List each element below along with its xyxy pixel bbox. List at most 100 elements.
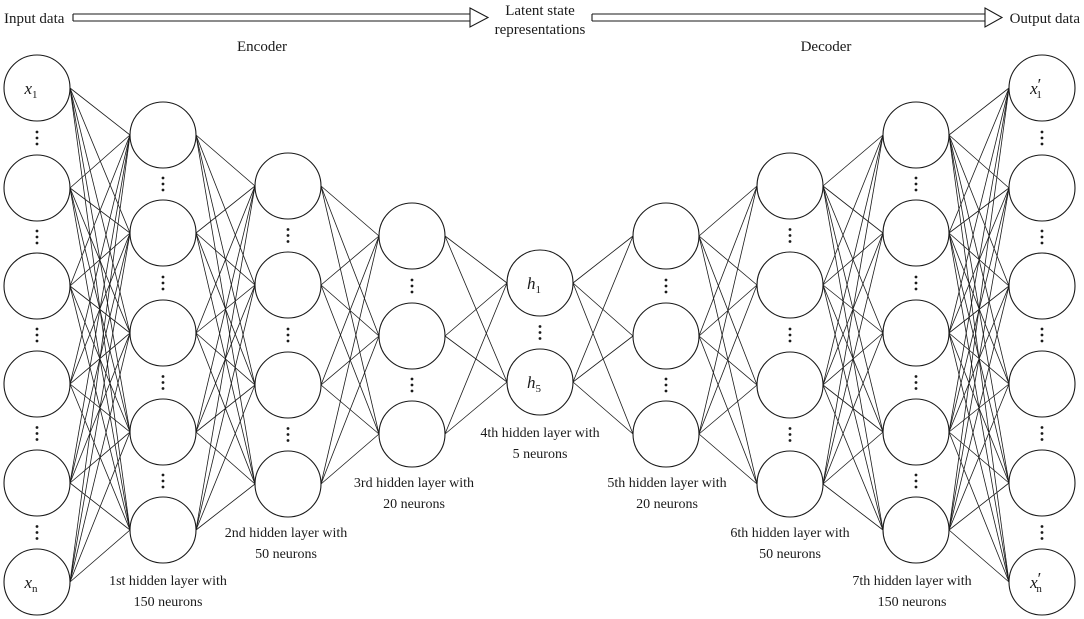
neuron-layer5-3 bbox=[632, 400, 700, 468]
ellipsis-dots-layer8-4 bbox=[1040, 426, 1044, 441]
ellipsis-dots-layer0-2 bbox=[35, 229, 39, 245]
connection-l8-5-3 bbox=[948, 285, 1010, 531]
input-data-label: Input data bbox=[4, 11, 65, 27]
neuron-layer8-3 bbox=[1008, 252, 1076, 320]
ellipsis-dots-layer7-3 bbox=[914, 375, 918, 390]
neuron-layer3-1 bbox=[378, 202, 446, 270]
connection-l3-4-1 bbox=[320, 235, 380, 485]
connection-l1-1-1 bbox=[69, 87, 131, 136]
ellipsis-dots-layer6-1 bbox=[788, 228, 792, 243]
layer-7-caption-line2: 150 neurons bbox=[878, 595, 947, 610]
connection-l4-3-2 bbox=[444, 381, 508, 435]
connection-l7-2-1 bbox=[822, 134, 884, 286]
connection-l2-5-4 bbox=[195, 483, 256, 531]
encoder-arrow bbox=[72, 7, 490, 28]
ellipsis-dots-layer1-4 bbox=[161, 473, 165, 489]
connection-l1-2-1 bbox=[69, 134, 131, 189]
neuron-layer6-2 bbox=[756, 251, 824, 319]
neuron-layer1-5 bbox=[129, 496, 197, 564]
connection-l5-2-1 bbox=[572, 235, 634, 383]
layer-3-caption-line2: 20 neurons bbox=[383, 497, 445, 512]
latent-representations-label: representations bbox=[495, 22, 586, 38]
connection-l2-2-1 bbox=[195, 185, 256, 234]
connection-l7-4-4 bbox=[822, 431, 884, 485]
ellipsis-dots-layer5-2 bbox=[664, 377, 668, 393]
connection-l2-4-1 bbox=[195, 185, 256, 433]
neuron-layer7-3 bbox=[882, 299, 950, 367]
layer-1-caption-line1: 1st hidden layer with bbox=[109, 574, 227, 589]
neuron-layer7-4 bbox=[882, 398, 950, 466]
connection-l3-4-2 bbox=[320, 335, 380, 485]
neuron-layer4-1 bbox=[506, 249, 574, 317]
latent-state-label: Latent state bbox=[505, 3, 575, 19]
ellipsis-dots-layer7-1 bbox=[914, 176, 918, 192]
neuron-layer7-1 bbox=[882, 101, 950, 169]
layer-2-caption-line2: 50 neurons bbox=[255, 547, 317, 562]
ellipsis-dots-layer0-3 bbox=[35, 327, 39, 343]
ellipsis-dots-layer0-5 bbox=[35, 525, 39, 540]
neuron-symbol-bottom-layer8: x′n bbox=[1029, 569, 1042, 595]
connection-l1-6-1 bbox=[69, 134, 131, 583]
neuron-layer1-1 bbox=[129, 101, 197, 169]
ellipsis-dots-layer3-2 bbox=[410, 377, 414, 393]
connection-l3-2-1 bbox=[320, 235, 380, 286]
neuron-layer0-1 bbox=[3, 54, 71, 122]
layer-5-caption-line1: 5th hidden layer with bbox=[607, 476, 726, 491]
neuron-layer0-6 bbox=[3, 548, 71, 616]
neuron-layer8-5 bbox=[1008, 449, 1076, 517]
connection-l2-5-1 bbox=[195, 185, 256, 531]
neuron-layer6-3 bbox=[756, 351, 824, 419]
neuron-layer2-1 bbox=[254, 152, 322, 220]
neuron-layer6-1 bbox=[756, 152, 824, 220]
encoder-label: Encoder bbox=[237, 39, 287, 55]
ellipsis-dots-layer0-1 bbox=[35, 130, 39, 146]
connection-l2-5-3 bbox=[195, 384, 256, 531]
connection-l1-4-1 bbox=[69, 134, 131, 385]
connection-l8-5-2 bbox=[948, 187, 1010, 531]
neuron-layer8-4 bbox=[1008, 350, 1076, 418]
neuron-symbol-top-layer8: x′1 bbox=[1029, 75, 1042, 101]
neuron-layer1-2 bbox=[129, 199, 197, 267]
neuron-layer8-2 bbox=[1008, 154, 1076, 222]
connection-l2-1-1 bbox=[195, 134, 256, 187]
connection-l7-4-1 bbox=[822, 134, 884, 485]
decoder-label: Decoder bbox=[801, 39, 852, 55]
connection-l8-1-1 bbox=[948, 87, 1010, 136]
ellipsis-dots-layer1-2 bbox=[161, 275, 165, 291]
connection-l1-5-1 bbox=[69, 134, 131, 484]
ellipsis-dots-layer8-1 bbox=[1040, 130, 1044, 146]
connection-l8-2-1 bbox=[948, 87, 1010, 234]
neuron-layer8-6 bbox=[1008, 548, 1076, 616]
layer-3-caption-line1: 3rd hidden layer with bbox=[354, 476, 474, 491]
connection-l3-1-1 bbox=[320, 185, 380, 237]
neuron-layer6-4 bbox=[756, 450, 824, 518]
neuron-layer7-2 bbox=[882, 199, 950, 267]
layer-4-caption-line1: 4th hidden layer with bbox=[480, 426, 599, 441]
connection-l5-2-2 bbox=[572, 335, 634, 383]
neuron-layer2-4 bbox=[254, 450, 322, 518]
connection-l6-3-1 bbox=[698, 185, 758, 435]
connection-l1-6-2 bbox=[69, 232, 131, 583]
connection-l6-1-1 bbox=[698, 185, 758, 237]
connection-l1-6-5 bbox=[69, 529, 131, 583]
ellipsis-dots-layer8-3 bbox=[1040, 327, 1044, 343]
output-data-label: Output data bbox=[1010, 11, 1081, 27]
connection-l4-2-1 bbox=[444, 282, 508, 337]
neuron-layer0-4 bbox=[3, 350, 71, 418]
ellipsis-dots-layer0-4 bbox=[35, 426, 39, 441]
connection-l8-5-4 bbox=[948, 383, 1010, 531]
connections bbox=[69, 87, 1010, 583]
connection-l8-4-1 bbox=[948, 87, 1010, 433]
connection-l1-6-3 bbox=[69, 332, 131, 583]
ellipsis-dots-layer2-3 bbox=[286, 427, 290, 442]
neuron-layer1-4 bbox=[129, 398, 197, 466]
ellipsis-dots-layer8-5 bbox=[1040, 525, 1044, 540]
neuron-layer7-5 bbox=[882, 496, 950, 564]
neuron-layer3-3 bbox=[378, 400, 446, 468]
connection-l7-3-1 bbox=[822, 134, 884, 386]
layer-5-caption-line2: 20 neurons bbox=[636, 497, 698, 512]
neuron-layer0-3 bbox=[3, 252, 71, 320]
connection-l2-5-2 bbox=[195, 284, 256, 531]
layer-6-caption-line2: 50 neurons bbox=[759, 547, 821, 562]
